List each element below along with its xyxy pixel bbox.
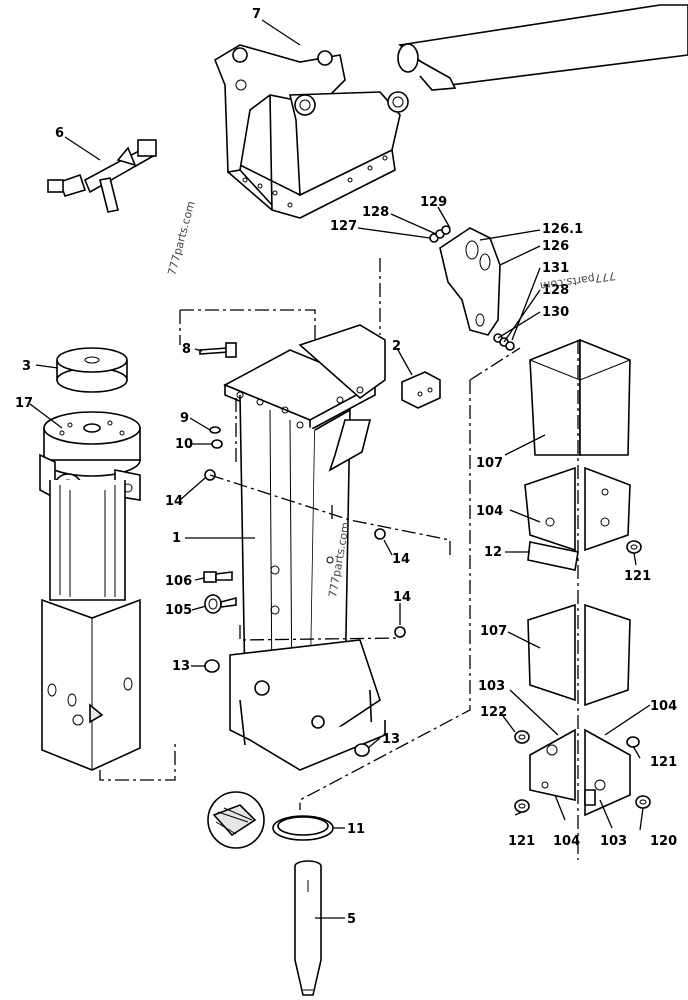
bracket-part-104-upper — [524, 466, 631, 552]
callout-17: 17 — [15, 396, 33, 411]
callout-11: 11 — [347, 822, 365, 837]
nut-part-121-upper — [626, 540, 642, 554]
pad-part-12 — [527, 541, 579, 571]
callout-104-lower-right: 104 — [650, 699, 677, 714]
leader-lines — [29, 19, 651, 919]
assembly-lines — [99, 258, 579, 860]
plug-part-14-right — [374, 528, 386, 540]
plug-part-13-left — [204, 659, 220, 673]
washer-part-9 — [209, 426, 221, 434]
cylinder-body — [41, 480, 141, 771]
callout-14-lower: 14 — [393, 590, 411, 605]
callout-130: 130 — [542, 305, 569, 320]
callout-121-upper: 121 — [624, 569, 651, 584]
valve-head-part-17 — [39, 411, 141, 503]
callout-labels: 7 6 129 128 127 126.1 126 131 128 130 3 … — [15, 7, 677, 927]
screw-part-106 — [203, 571, 233, 583]
callout-103-bottom: 103 — [600, 834, 627, 849]
callout-122: 122 — [480, 705, 507, 720]
washer-part-121-right — [626, 736, 640, 748]
callout-128: 128 — [362, 205, 389, 220]
callout-126: 126 — [542, 239, 569, 254]
nut-part-120 — [635, 795, 651, 809]
callout-120: 120 — [650, 834, 677, 849]
plug-part-14-lower — [394, 626, 406, 638]
callout-14-left: 14 — [165, 494, 183, 509]
callout-104-bottom: 104 — [553, 834, 580, 849]
callout-6: 6 — [55, 126, 64, 141]
callout-3: 3 — [22, 359, 31, 374]
callout-107-upper: 107 — [476, 456, 503, 471]
callout-105: 105 — [165, 603, 192, 618]
nut-part-121-bottom — [514, 799, 530, 813]
callout-12: 12 — [484, 545, 502, 560]
callout-129: 129 — [420, 195, 447, 210]
hose-fitting-part-6 — [47, 139, 157, 213]
nut-part-122 — [514, 730, 530, 744]
callout-13-right: 13 — [382, 732, 400, 747]
callout-1: 1 — [172, 531, 181, 546]
callout-127: 127 — [330, 219, 357, 234]
watermark-left: 777parts.com — [165, 200, 197, 277]
block-part-2 — [401, 371, 441, 409]
callout-9: 9 — [180, 411, 189, 426]
bracket-part-103-104-lower — [529, 728, 631, 817]
callout-2: 2 — [392, 339, 401, 354]
link-plate-part-126 — [439, 227, 501, 336]
nut-part-10 — [211, 439, 223, 449]
callout-7: 7 — [252, 7, 261, 22]
callout-121-bottom: 121 — [508, 834, 535, 849]
callout-104-upper: 104 — [476, 504, 503, 519]
callout-103-upper: 103 — [478, 679, 505, 694]
eyebolt-part-105 — [204, 594, 237, 614]
callout-128-lower: 128 — [542, 283, 569, 298]
chisel-part-5 — [294, 860, 322, 996]
seal-ring-part-11 — [272, 815, 334, 841]
callout-10: 10 — [175, 437, 193, 452]
callout-107-lower: 107 — [480, 624, 507, 639]
plug-part-13-right — [354, 743, 370, 757]
cover-part-107-lower — [527, 603, 631, 707]
cap-part-3 — [56, 347, 128, 393]
bolt-part-8 — [199, 342, 237, 358]
housing-part-1 — [223, 324, 386, 771]
callout-106: 106 — [165, 574, 192, 589]
callout-121-right: 121 — [650, 755, 677, 770]
seal-detail — [207, 791, 265, 849]
boom-arm — [397, 4, 688, 91]
callout-126-1: 126.1 — [542, 222, 583, 237]
cover-part-107-upper — [529, 338, 631, 456]
callout-131: 131 — [542, 261, 569, 276]
callout-13-left: 13 — [172, 659, 190, 674]
callout-14-right: 14 — [392, 552, 410, 567]
bracket-part-7 — [214, 44, 409, 219]
callout-5: 5 — [347, 912, 356, 927]
callout-8: 8 — [182, 342, 191, 357]
